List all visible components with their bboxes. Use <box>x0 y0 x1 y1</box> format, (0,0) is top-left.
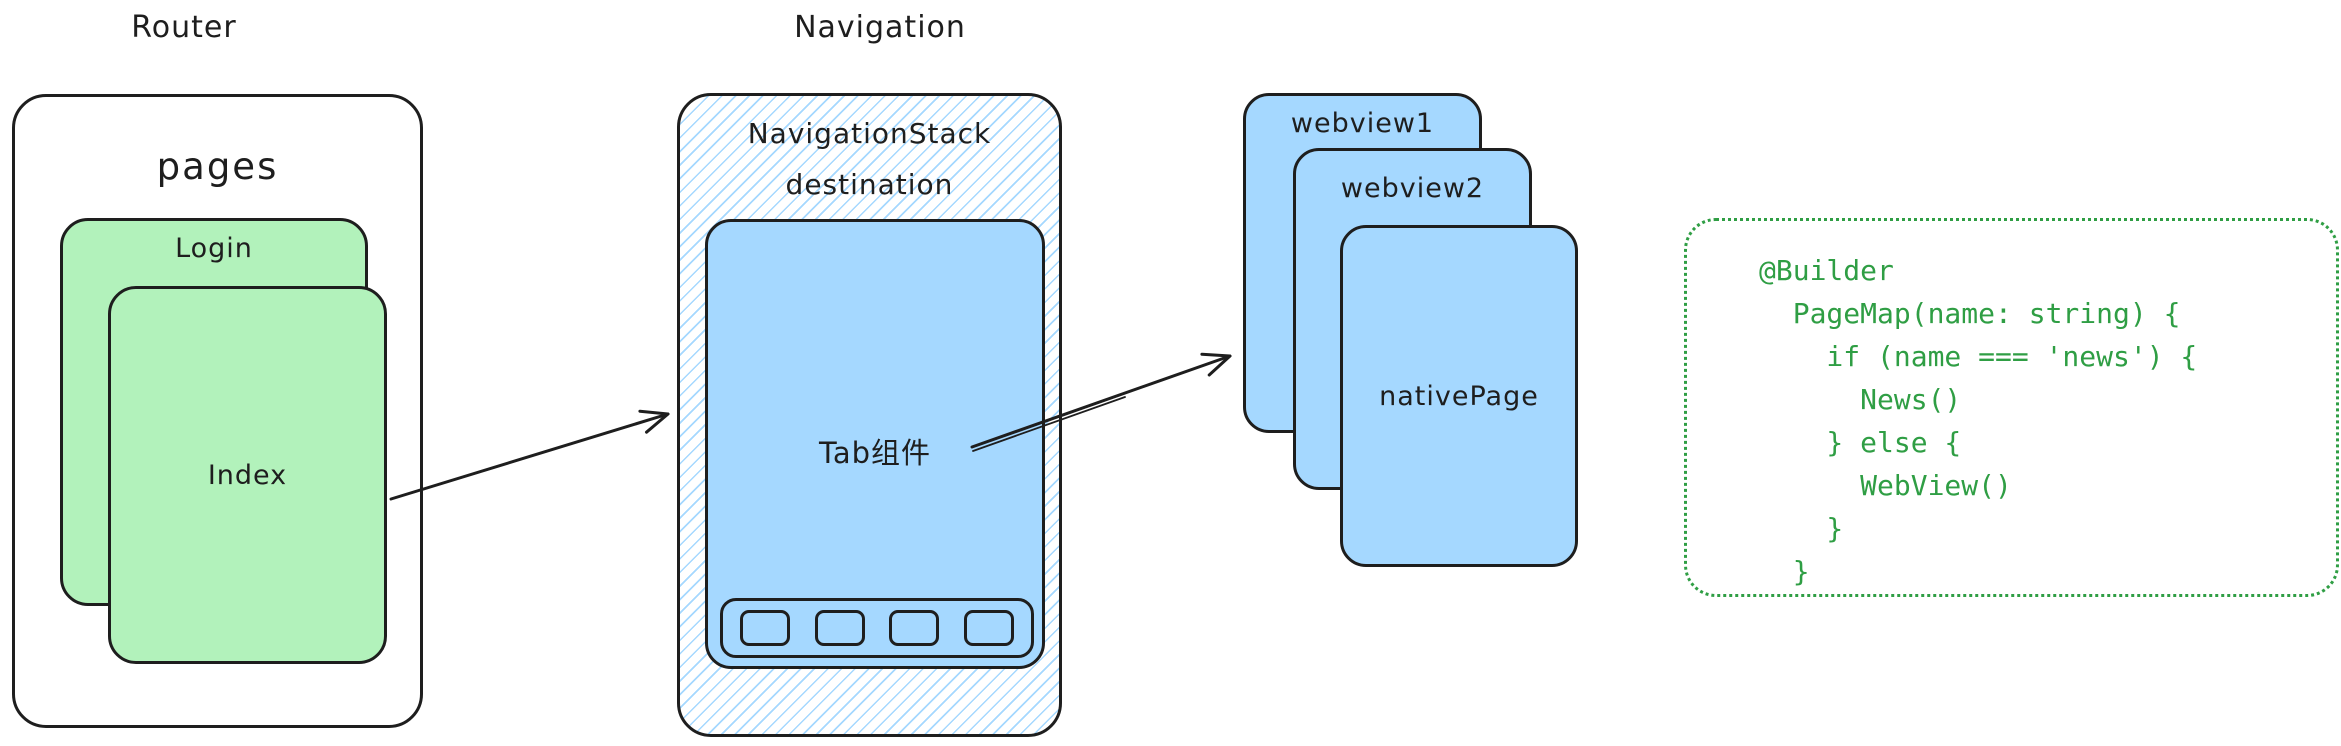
navigation-section-label: Navigation <box>794 10 966 45</box>
code-line: WebView() <box>1759 469 2012 502</box>
webview1-label: webview1 <box>1290 108 1435 139</box>
tab-slot <box>963 610 1014 646</box>
navigation-stack-title-line2: destination <box>785 168 954 201</box>
nativepage-label: nativePage <box>1379 380 1539 412</box>
code-line: PageMap(name: string) { <box>1759 297 2181 330</box>
code-line: if (name === 'news') { <box>1759 340 2198 373</box>
tab-component-label: Tab组件 <box>818 436 932 470</box>
code-line: } else { <box>1759 426 1962 459</box>
code-line: News() <box>1759 383 1962 416</box>
navigation-stack-container: NavigationStack destination Tab组件 <box>677 93 1062 737</box>
code-line: } <box>1759 555 1810 588</box>
router-section-label: Router <box>131 10 237 45</box>
tab-bar <box>720 598 1034 658</box>
navigation-stack-title-line1: NavigationStack <box>747 117 992 150</box>
pagemap-code-block: @Builder PageMap(name: string) { if (nam… <box>1684 218 2339 597</box>
arrow-pages-to-navigation <box>389 409 670 501</box>
index-page-label: Index <box>207 459 288 491</box>
pages-title: pages <box>156 145 279 188</box>
nativepage-card: nativePage <box>1340 225 1578 567</box>
index-page-card: Index <box>108 286 387 664</box>
tab-slot <box>889 610 940 646</box>
webview2-label: webview2 <box>1340 173 1485 204</box>
login-page-label: Login <box>175 233 253 264</box>
tab-slot <box>740 610 790 646</box>
pages-container: pages Login Index <box>12 94 423 728</box>
navigation-stack-title: NavigationStack destination <box>680 108 1059 210</box>
code-line: } <box>1759 512 1844 545</box>
code-line: @Builder <box>1759 254 1894 287</box>
tab-slot <box>814 610 865 646</box>
code-lines: @Builder PageMap(name: string) { if (nam… <box>1759 249 2197 593</box>
tab-component-screen: Tab组件 <box>705 219 1045 669</box>
